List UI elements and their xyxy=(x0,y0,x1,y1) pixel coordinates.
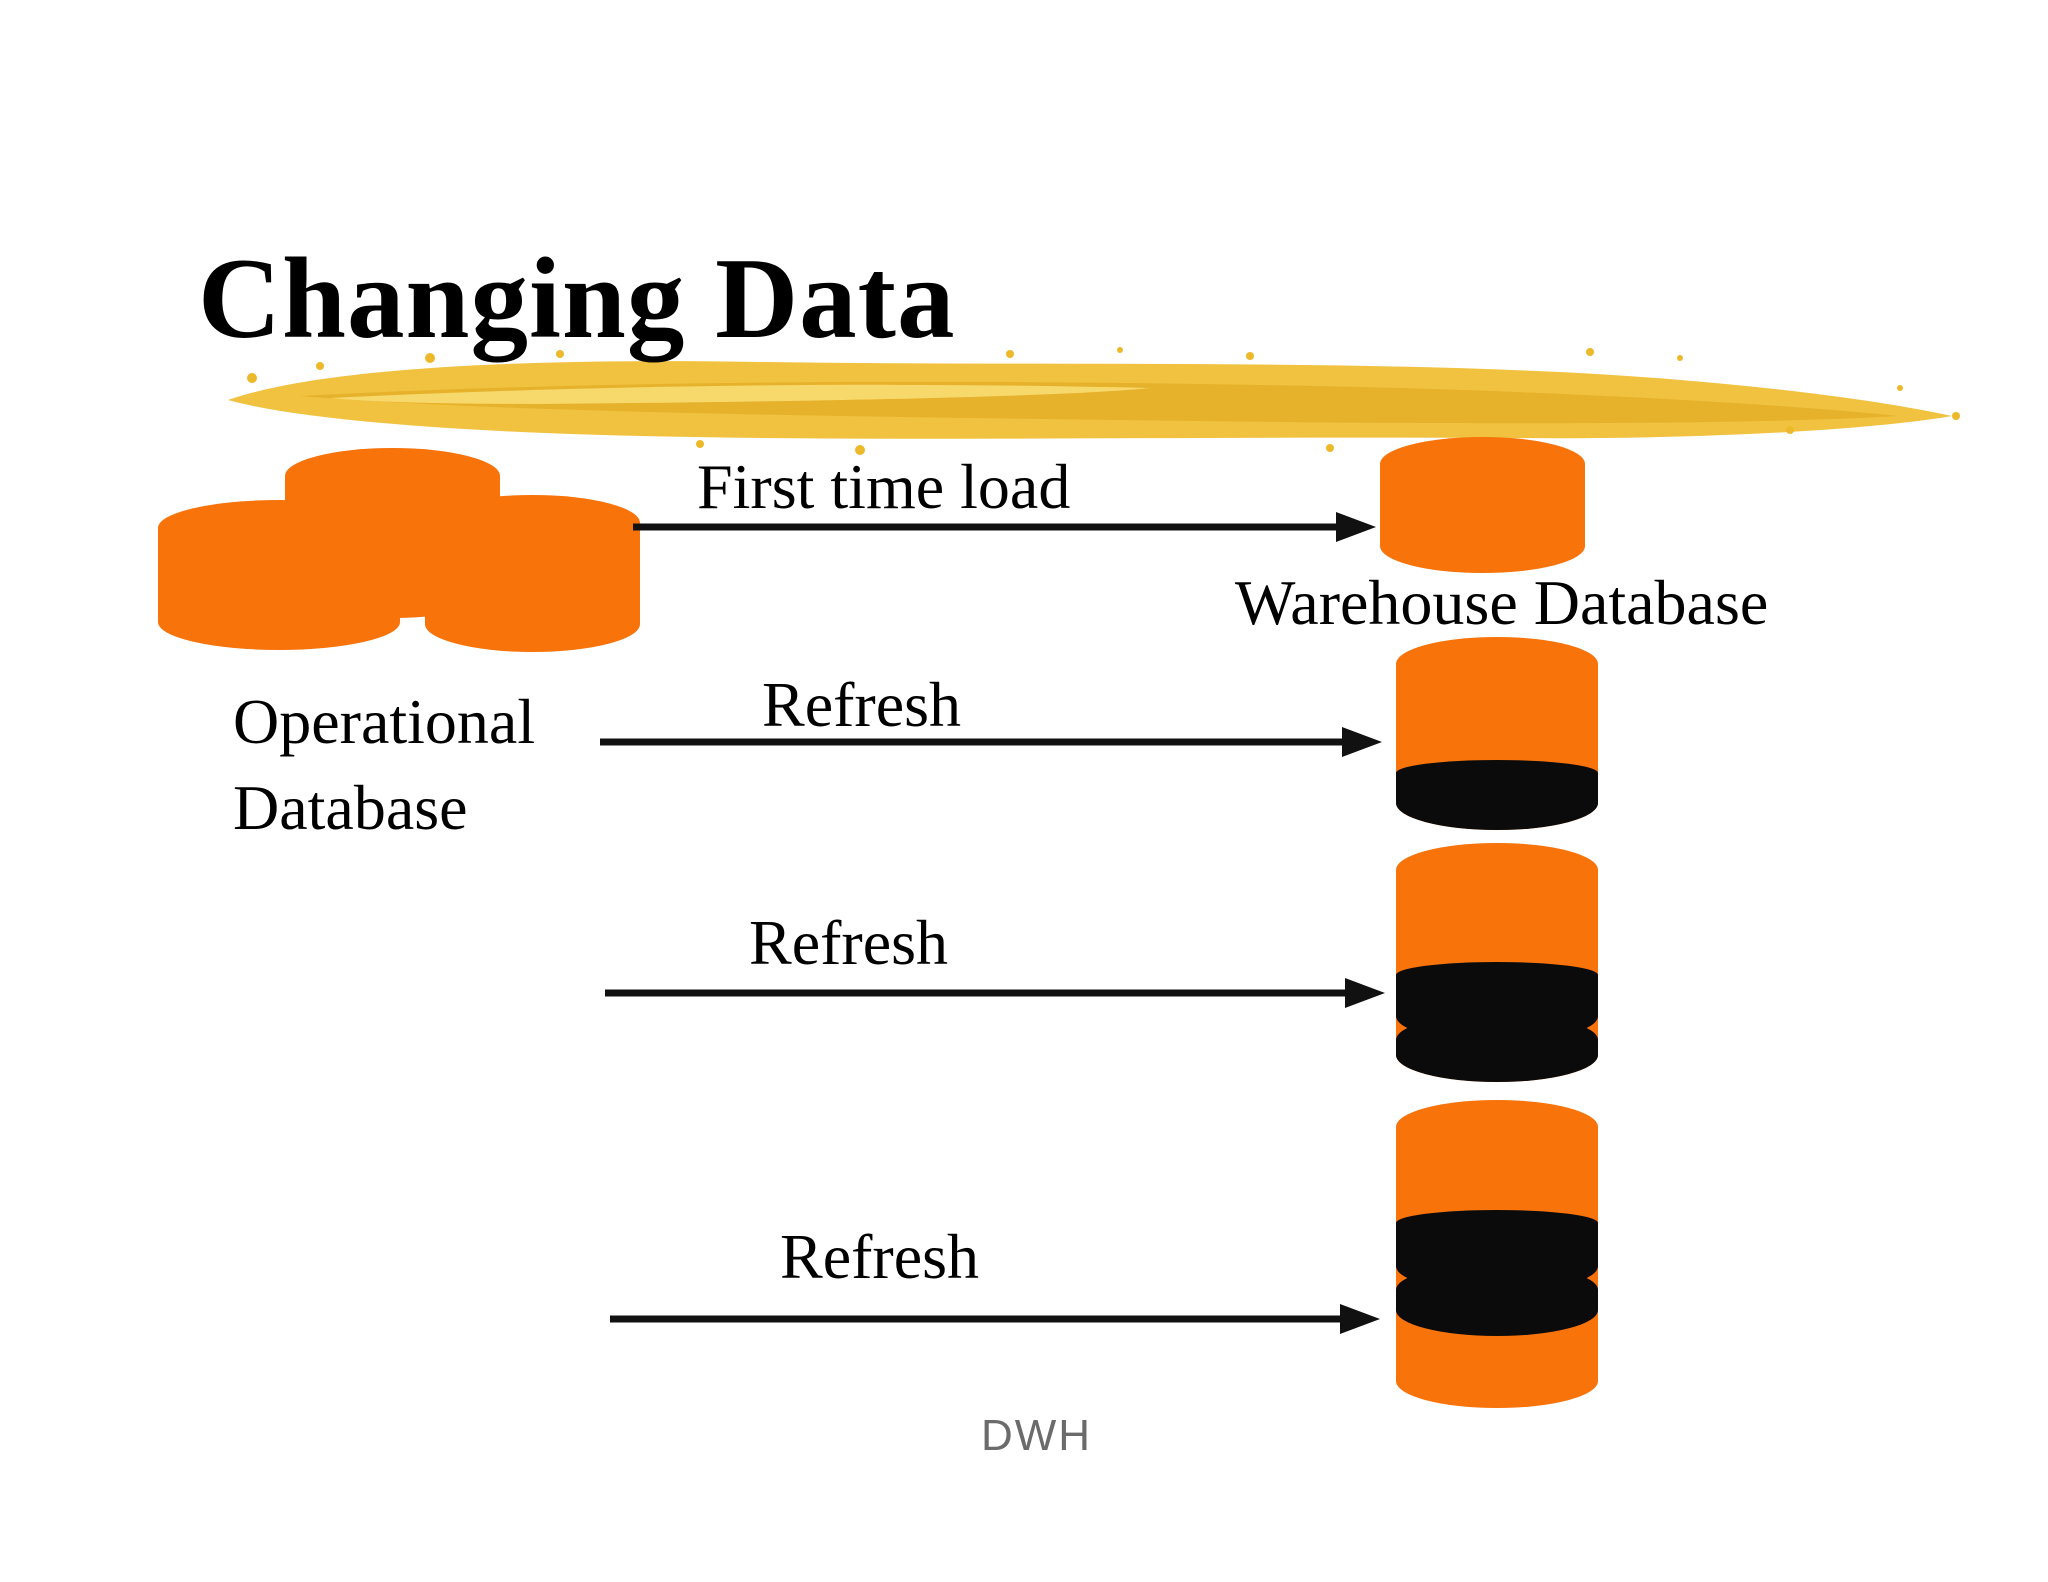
label-operational-database: Operational Database xyxy=(233,679,535,851)
arrow-refresh-3 xyxy=(610,1304,1380,1334)
label-refresh-3: Refresh xyxy=(780,1221,980,1292)
arrow-refresh-2 xyxy=(605,978,1385,1008)
operational-database-cylinders xyxy=(158,448,640,652)
changed-data-band xyxy=(1396,1014,1598,1082)
footer-dwh: DWH xyxy=(981,1411,1093,1460)
warehouse-cylinder-first-load xyxy=(1380,436,1585,573)
arrow-refresh-1 xyxy=(600,727,1382,757)
label-refresh-1: Refresh xyxy=(762,669,962,740)
label-warehouse-database: Warehouse Database xyxy=(1235,567,1769,638)
warehouse-cylinder-refresh-1 xyxy=(1396,637,1598,830)
changed-data-band xyxy=(1396,1264,1598,1336)
operational-cylinder-left xyxy=(158,500,400,650)
warehouse-cylinder-refresh-3 xyxy=(1396,1100,1598,1408)
label-first-time-load: First time load xyxy=(697,451,1071,522)
label-refresh-2: Refresh xyxy=(749,907,949,978)
operational-cylinder-right xyxy=(425,495,640,652)
label-operational-line2: Database xyxy=(233,772,468,843)
page-title: Changing Data xyxy=(198,235,956,362)
title-underline-brush xyxy=(228,347,1960,455)
arrow-first-time-load xyxy=(633,512,1376,542)
warehouse-cylinder-refresh-2 xyxy=(1396,843,1598,1082)
label-operational-line1: Operational xyxy=(233,686,536,757)
changed-data-band xyxy=(1396,760,1598,830)
